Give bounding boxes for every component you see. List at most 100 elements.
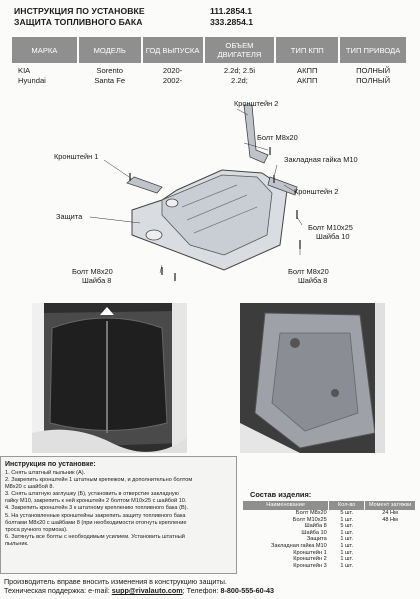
label-washer-10: Шайба 10: [316, 232, 350, 241]
component-name: Защита: [306, 536, 327, 543]
spec-header: ТИП ПРИВОДА: [339, 37, 408, 63]
instruction-line: 5. На установленные кронштейны закрепить…: [5, 512, 186, 519]
component-name: Болт М10х25: [292, 516, 327, 523]
label-bolt-m8-right-name: Болт М8х20: [288, 267, 329, 276]
instruction-line: М8х20 с шайбой 8.: [5, 484, 55, 491]
brand-hyundai: Hyundai: [18, 75, 46, 85]
component-name: Шайба 8: [304, 523, 327, 530]
label-bolt-m8-left-name: Болт М8х20: [72, 267, 113, 276]
assembly-diagram: Кронштейн 2 Болт М8х20 Кронштейн 1 Закла…: [12, 95, 408, 300]
table-row: Кронштейн 3 1 шт.: [243, 563, 416, 570]
guard-hole-left: [145, 229, 163, 241]
component-torque: [365, 536, 416, 543]
components-header: Наименование: [243, 501, 330, 510]
spec-year-cell: 2020-2002-: [142, 63, 204, 85]
component-name: Шайба 10: [301, 529, 327, 536]
instruction-line: 4. Закрепить кронштейн 3 к штатному креп…: [5, 505, 189, 512]
photo-after-install: [240, 303, 385, 453]
component-torque: [365, 556, 416, 563]
component-torque: [365, 530, 416, 537]
table-row: Болт М10х25 1 шт. 48 Нм: [243, 517, 416, 524]
phone-label: ; Телефон:: [182, 586, 221, 595]
components-table: Наименование Кол-во Момент затяжки Болт …: [243, 501, 416, 569]
vehicle-spec-table: МАРКА МОДЕЛЬ ГОД ВЫПУСКА ОБЪЕМ ДВИГАТЕЛЯ…: [12, 37, 408, 85]
table-row: Защита 1 шт.: [243, 536, 416, 543]
component-torque: [365, 523, 416, 530]
component-qty: 1 шт.: [340, 536, 354, 543]
spec-header-row: МАРКА МОДЕЛЬ ГОД ВЫПУСКА ОБЪЕМ ДВИГАТЕЛЯ…: [12, 37, 408, 63]
bracket-2-lower: [267, 176, 298, 196]
component-qty: 1 шт.: [340, 556, 354, 563]
component-torque: 48 Нм: [382, 516, 398, 523]
title-line-2: ЗАЩИТА ТОПЛИВНОГО БАКА: [14, 17, 143, 27]
component-qty: 5 шт.: [340, 510, 354, 516]
label-washer-8-left: Шайба 8: [82, 276, 112, 285]
component-qty: 5 шт.: [340, 523, 354, 530]
label-bolt-m8-top: Болт М8х20: [257, 133, 298, 142]
component-qty: 1 шт.: [340, 529, 354, 536]
footer-disclaimer: Производитель вправе вносить изменения в…: [4, 577, 227, 586]
table-row: Закладная гайка М10 1 шт.: [243, 543, 416, 550]
instruction-line: 1. Снять штатный пыльник (А).: [5, 470, 86, 476]
footer: Производитель вправе вносить изменения в…: [4, 577, 274, 595]
spec-header: ОБЪЕМ ДВИГАТЕЛЯ: [203, 37, 277, 63]
year-kia: 2020-: [162, 66, 183, 75]
bracket-1: [126, 176, 163, 194]
photo-before-install: [32, 303, 187, 453]
drive-kia: ПОЛНЫЙ: [356, 66, 391, 75]
instruction-line: 6. Затянуть все болты с необходимым усил…: [5, 533, 185, 540]
leader-lines: [89, 108, 303, 274]
component-torque: [365, 543, 416, 550]
components-title: Состав изделия:: [250, 490, 312, 499]
support-email-link[interactable]: supp@rivalauto.com: [111, 586, 183, 595]
component-qty: 1 шт.: [340, 516, 354, 523]
instruction-line: троса ручного тормоза).: [5, 526, 68, 533]
assembly-drawing: [89, 104, 303, 281]
components-header: Момент затяжки: [364, 501, 416, 510]
table-row: Шайба 8 5 шт.: [243, 523, 416, 530]
component-qty: 1 шт.: [340, 542, 354, 549]
component-torque: [365, 563, 416, 570]
guard-top-panel: [161, 174, 273, 256]
component-name: Закладная гайка М10: [271, 542, 327, 549]
label-bracket-2-top: Кронштейн 2: [234, 99, 279, 108]
drive-hyundai: ПОЛНЫЙ: [356, 75, 391, 85]
label-bracket-1: Кронштейн 1: [54, 152, 99, 161]
label-bolt-m10-name: Болт М10х25: [308, 223, 353, 232]
label-nut-m10: Закладная гайка М10: [284, 155, 358, 164]
label-bolt-m8-right: Болт М8х20 Шайба 8: [288, 267, 329, 285]
component-name: Кронштейн 3: [293, 562, 327, 569]
gearbox-kia: АКПП: [297, 66, 318, 75]
label-guard: Защита: [56, 212, 83, 221]
document-title: ИНСТРУКЦИЯ ПО УСТАНОВКЕ ЗАЩИТА ТОПЛИВНОГ…: [14, 6, 145, 28]
part-code-2: 333.2854.1: [210, 17, 254, 27]
support-phone: 8-800-555-60-43: [220, 586, 274, 595]
support-label: Техническая поддержка: e-mail:: [4, 586, 112, 595]
spec-header: МОДЕЛЬ: [77, 37, 143, 63]
engine-kia: 2.2d; 2.5i: [223, 66, 256, 75]
part-codes: 111.2854.1 333.2854.1: [210, 6, 253, 28]
spec-header: ГОД ВЫПУСКА: [141, 37, 205, 63]
spec-header: МАРКА: [12, 37, 79, 63]
instruction-line: 2. Закрепить кронштейн 1 штатным крепежо…: [5, 477, 193, 484]
engine-hyundai: 2.2d;: [231, 75, 248, 85]
components-header: Кол-во: [328, 501, 366, 510]
component-qty: 1 шт.: [340, 562, 354, 569]
footer-support: Техническая поддержка: e-mail: supp@riva…: [4, 586, 274, 595]
label-washer-8-right: Шайба 8: [298, 276, 328, 285]
label-bracket-2-mid: Кронштейн 2: [294, 187, 339, 196]
model-sorento: Sorento: [96, 66, 124, 75]
label-bolt-m8-left: Болт М8х20 Шайба 8: [72, 267, 113, 285]
table-row: Шайба 10 1 шт.: [243, 530, 416, 537]
title-line-1: ИНСТРУКЦИЯ ПО УСТАНОВКЕ: [14, 6, 145, 16]
label-bolt-m10: Болт М10х25 Шайба 10: [308, 223, 353, 241]
